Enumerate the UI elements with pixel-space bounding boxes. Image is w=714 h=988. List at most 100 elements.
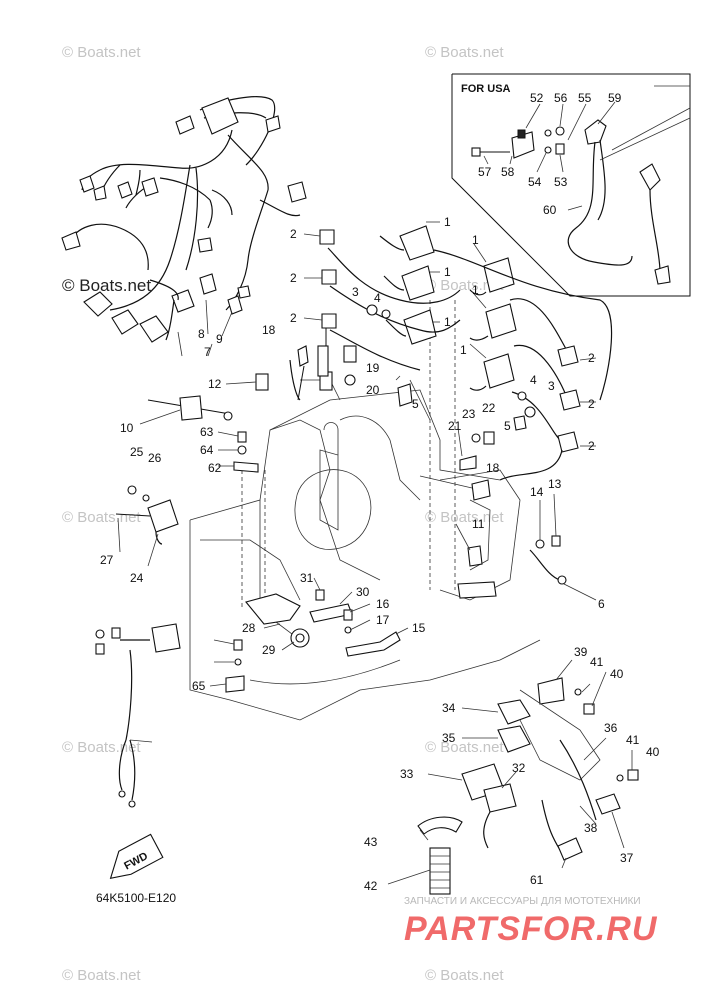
callout-2: 2: [588, 439, 595, 453]
inset-title: FOR USA: [461, 83, 511, 95]
callout-20: 20: [366, 383, 380, 397]
callout-5: 5: [412, 397, 419, 411]
callout-18: 18: [262, 323, 276, 337]
watermarks: © Boats.net © Boats.net © Boats.net © Bo…: [62, 44, 504, 984]
callout-6: 6: [598, 597, 605, 611]
callout-33: 33: [400, 767, 414, 781]
callout-29: 29: [262, 643, 276, 657]
watermark-text: © Boats.net: [425, 44, 504, 61]
watermark-text: © Boats.net: [425, 739, 504, 756]
callout-34: 34: [442, 701, 456, 715]
diagram-code: 64K5100-E120: [96, 891, 176, 905]
callout-2: 2: [290, 311, 297, 325]
leader-lines: [117, 221, 633, 885]
callout-47: 55: [578, 91, 592, 105]
callout-3: 3: [548, 379, 555, 393]
inset-frame: [451, 73, 691, 297]
callout-40: 40: [646, 745, 660, 759]
watermark-text: © Boats.net: [62, 509, 141, 526]
callout-55: 63: [200, 425, 214, 439]
callout-11: 11: [472, 517, 485, 531]
callout-12: 12: [208, 377, 222, 391]
callout-36: 36: [604, 721, 618, 735]
callout-9: 9: [216, 332, 223, 346]
callout-27: 27: [100, 553, 114, 567]
callout-10: 10: [120, 421, 134, 435]
callout-42: 42: [364, 879, 378, 893]
callout-51: 59: [608, 91, 622, 105]
callout-19: 19: [366, 361, 380, 375]
lower-left-parts: [95, 623, 181, 808]
callout-16: 16: [376, 597, 390, 611]
watermark-text: © Boats.net: [425, 509, 504, 526]
callout-56: 64: [200, 443, 214, 457]
callout-1: 1: [460, 343, 467, 357]
callout-1: 1: [444, 215, 451, 229]
callout-26: 26: [148, 451, 162, 465]
callout-28: 28: [242, 621, 256, 635]
callout-40: 40: [610, 667, 624, 681]
callout-57: 65: [192, 679, 206, 693]
ignition-coils: [319, 225, 613, 481]
inset-for-usa: FOR USA 52 56 55 59: [451, 73, 691, 297]
callout-32: 32: [512, 761, 526, 775]
callout-53: 61: [530, 873, 544, 887]
callout-21: 21: [448, 419, 462, 433]
callout-22: 22: [482, 401, 496, 415]
callout-2: 2: [290, 227, 297, 241]
watermark-text: © Boats.net: [62, 44, 141, 61]
callout-7: 7: [204, 345, 211, 359]
callout-41: 41: [626, 733, 640, 747]
watermark-text: © Boats.net: [62, 739, 141, 756]
callout-8: 8: [198, 327, 205, 341]
callout-2: 2: [290, 271, 297, 285]
callout-52: 60: [543, 203, 557, 217]
callout-18: 18: [486, 461, 500, 475]
callout-35: 35: [442, 731, 456, 745]
watermark-text: © Boats.net: [62, 967, 141, 984]
brand-logo-text: PARTSFOR.RU: [404, 910, 658, 948]
callout-4: 4: [530, 373, 537, 387]
callout-25: 25: [130, 445, 144, 459]
callout-44: 52: [530, 91, 544, 105]
callout-54: 62: [208, 461, 222, 475]
wiring-harness: 8 9 7: [61, 96, 307, 359]
callout-3: 3: [352, 285, 359, 299]
callout-30: 30: [356, 585, 370, 599]
callout-49: 57: [478, 165, 492, 179]
callout-5: 5: [504, 419, 511, 433]
callout-41: 41: [590, 655, 604, 669]
watermark-text: © Boats.net: [425, 967, 504, 984]
callout-43: 43: [364, 835, 378, 849]
callout-31: 31: [300, 571, 314, 585]
hardware-parts: [115, 304, 567, 693]
callout-39: 39: [574, 645, 588, 659]
callout-48: 56: [554, 91, 568, 105]
callout-17: 17: [376, 613, 390, 627]
callout-23: 23: [462, 407, 476, 421]
callout-50: 58: [501, 165, 515, 179]
watermark-text: © Boats.net: [62, 276, 151, 295]
callout-46: 54: [528, 175, 542, 189]
callout-37: 37: [620, 851, 634, 865]
callout-45: 53: [554, 175, 568, 189]
fwd-arrow: FWD: [109, 833, 164, 880]
watermark-text: © Boats.net: [425, 277, 504, 294]
callout-2: 2: [588, 351, 595, 365]
callout-2: 2: [588, 397, 595, 411]
callout-1: 1: [444, 265, 451, 279]
callout-4: 4: [374, 291, 381, 305]
callout-1: 1: [444, 315, 451, 329]
callout-1: 1: [472, 283, 479, 297]
callout-38: 38: [584, 821, 598, 835]
brand-footer: ЗАПЧАСТИ И АКСЕССУАРЫ ДЛЯ МОТОТЕХНИКИ PA…: [404, 896, 658, 948]
engine-block-outline: [189, 300, 541, 721]
lower-right-parts: [417, 677, 639, 895]
callouts: 1 1 1 1 1 1 11 2 2 2 2 2 2 3 3 4 4 5 5 6…: [100, 215, 660, 893]
brand-tagline: ЗАПЧАСТИ И АКСЕССУАРЫ ДЛЯ МОТОТЕХНИКИ: [404, 896, 641, 907]
callout-15: 15: [412, 621, 426, 635]
callout-24: 24: [130, 571, 144, 585]
callout-14: 14: [530, 485, 544, 499]
callout-13: 13: [548, 477, 562, 491]
